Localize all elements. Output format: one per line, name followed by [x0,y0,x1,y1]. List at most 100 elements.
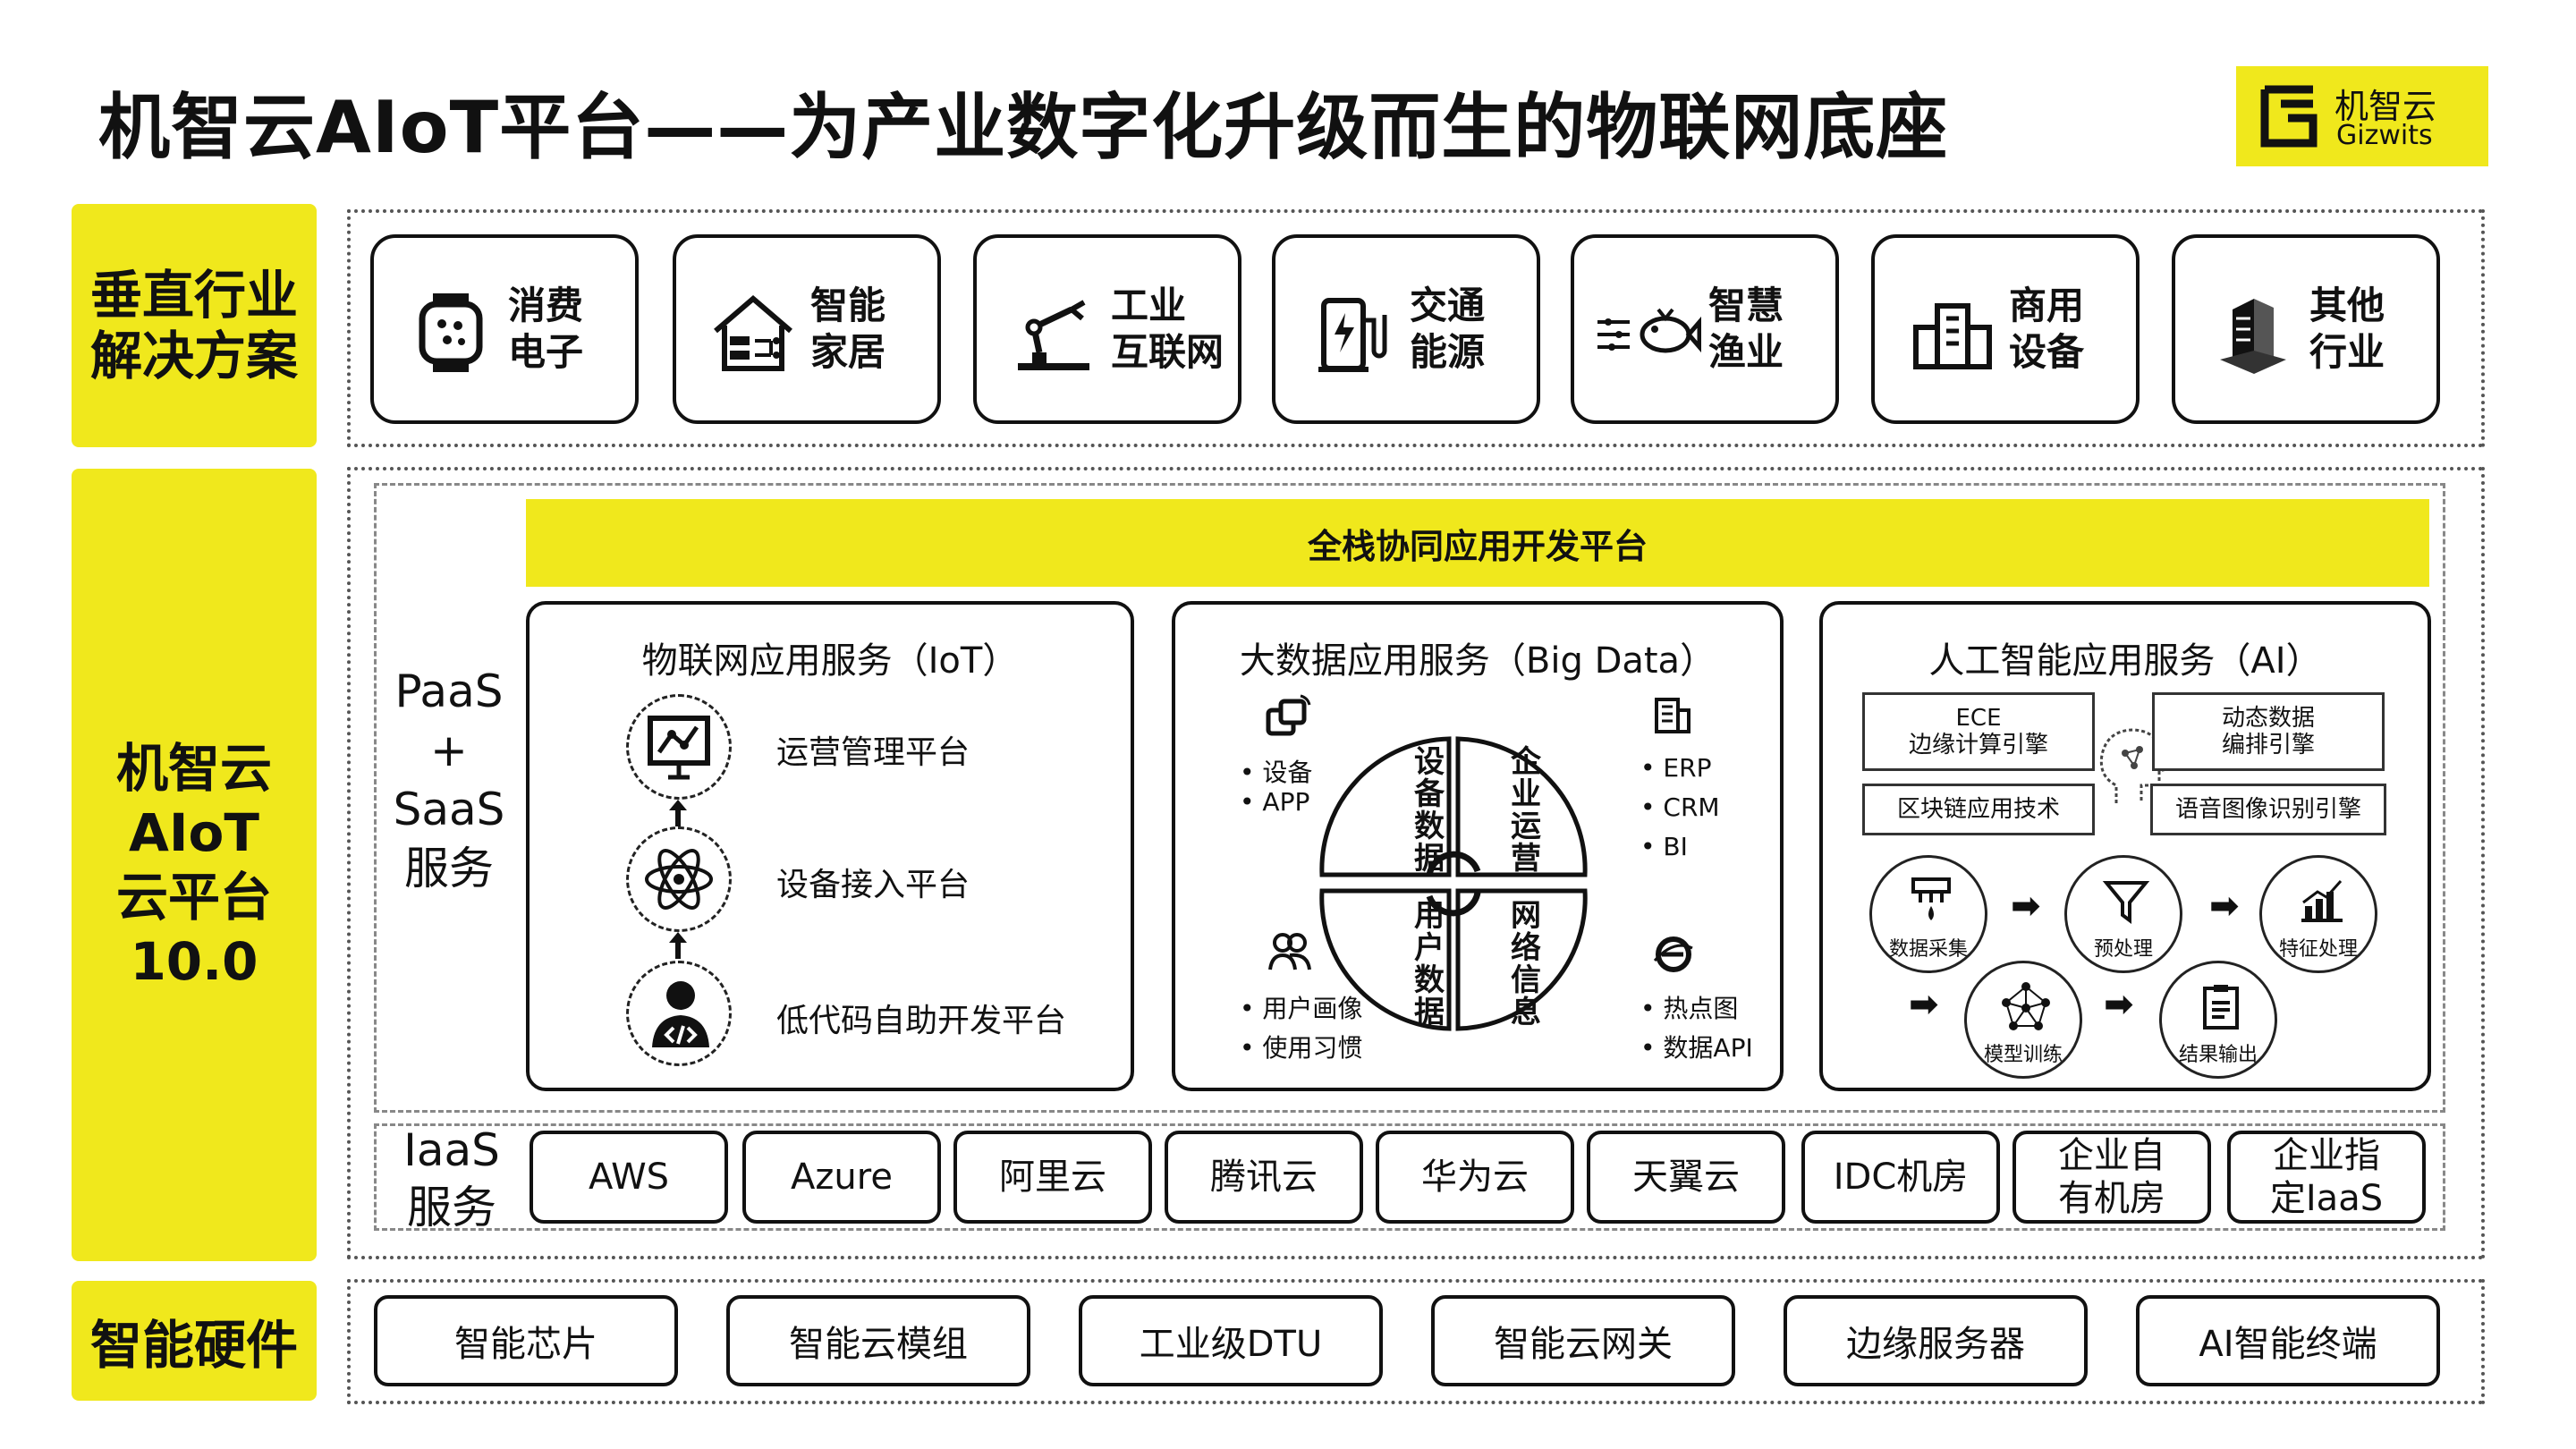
data-collection-icon [1911,877,1951,920]
ai-box-ece: ECE 边缘计算引擎 [1862,692,2095,771]
bigdata-item: 设备 [1240,753,1312,789]
chart-board-icon [648,716,710,780]
bigdata-item: ERP [1640,753,1711,783]
industry-label: 工业 互联网 [1111,284,1224,374]
hardware-item-gateway[interactable]: 智能云网关 [1431,1295,1735,1386]
ai-step-label: 结果输出 [2178,1044,2258,1066]
arrow-right-icon: ➡ [2104,984,2134,1025]
industry-card-transport-energy[interactable]: 交通 能源 [1272,234,1540,424]
iot-item-label: 低代码自助开发平台 [776,1003,1067,1039]
arrow-right-icon: ➡ [2209,886,2240,927]
devices-icon [1266,694,1311,736]
iaas-frame [374,1123,2445,1231]
logo-text-en: Gizwits [2336,120,2433,151]
smart-home-icon [714,295,792,371]
industry-card-commercial-equipment[interactable]: 商用 设备 [1871,234,2140,424]
iot-item-icon-circle [626,826,732,932]
building-icon [1913,303,1992,369]
ai-head-icon [2099,728,2169,803]
ai-step-label: 模型训练 [1983,1044,2063,1066]
iot-item-icon-circle [626,694,732,800]
industry-label: 商用 设备 [2009,284,2085,374]
row-label-platform: 机智云 AIoT 云平台 10.0 [72,469,317,1261]
ai-step-feature: 特征处理 [2259,855,2377,973]
bigdata-service-title: 大数据应用服务（Big Data） [1239,640,1716,682]
gizwits-logo: 机智云 Gizwits [2236,66,2488,166]
ai-step-label: 数据采集 [1888,938,1968,961]
hardware-item-module[interactable]: 智能云模组 [726,1295,1030,1386]
bigdata-item: 用户画像 [1240,989,1362,1025]
bigdata-item: CRM [1640,792,1719,822]
iot-item-icon-circle [626,961,732,1066]
iaas-item-huawei[interactable]: 华为云 [1376,1131,1574,1224]
iaas-item-azure[interactable]: Azure [742,1131,941,1224]
row-label-vertical: 垂直行业 解决方案 [72,204,317,447]
ai-box-blockchain: 区块链应用技术 [1862,784,2095,835]
quadrant-label-network-info: 网 络 信 息 [1511,898,1541,1030]
arrow-right-icon: ➡ [1909,984,1939,1025]
network-icon [2002,982,2050,1030]
industry-label: 智慧 渔业 [1708,284,1784,374]
bar-chart-icon [2301,880,2343,922]
iaas-item-designated[interactable]: 企业指 定IaaS [2227,1131,2426,1224]
arrow-right-icon: ➡ [2011,886,2041,927]
tower-icon [2220,299,2286,374]
industry-label: 智能 家居 [810,284,886,374]
iaas-item-aliyun[interactable]: 阿里云 [953,1131,1152,1224]
row-label-hardware: 智能硬件 [72,1281,317,1401]
ai-step-label: 预处理 [2093,938,2153,961]
ai-step-label: 特征处理 [2278,938,2358,961]
quadrant-label-device-data: 设 备 数 据 [1414,744,1445,877]
charging-station-icon [1318,298,1387,372]
hardware-item-chip[interactable]: 智能芯片 [374,1295,678,1386]
browser-e-icon [1653,936,1693,972]
iot-service-title: 物联网应用服务（IoT） [641,640,1019,682]
iaas-item-tencent[interactable]: 腾讯云 [1165,1131,1363,1224]
logo-text-cn: 机智云 [2334,87,2437,126]
industry-card-smart-home[interactable]: 智能 家居 [673,234,941,424]
iot-item-label: 运营管理平台 [776,734,970,771]
bigdata-item: 热点图 [1640,989,1738,1025]
paas-saas-label: PaaS + SaaS 服务 [393,665,505,894]
ai-step-data-collection: 数据采集 [1869,855,1987,973]
atom-icon [645,849,713,910]
iaas-item-tianyi[interactable]: 天翼云 [1587,1131,1785,1224]
gizwits-logo-icon [2260,85,2318,148]
bigdata-item: APP [1240,787,1309,817]
industry-card-industrial-internet[interactable]: 工业 互联网 [973,234,1241,424]
ai-box-dynamic-data: 动态数据 编排引擎 [2152,692,2385,771]
hardware-frame [347,1279,2485,1404]
hardware-item-edge-server[interactable]: 边缘服务器 [1784,1295,2088,1386]
ai-box-voice-image: 语音图像识别引擎 [2150,784,2386,835]
users-icon [1268,933,1311,970]
iaas-label: IaaS 服务 [403,1124,500,1233]
document-icon [2203,985,2239,1030]
developer-icon [652,981,709,1047]
hardware-item-ai-terminal[interactable]: AI智能终端 [2136,1295,2440,1386]
ai-step-preprocess: 预处理 [2064,855,2182,973]
industry-card-consumer-electronics[interactable]: 消费 电子 [370,234,639,424]
industry-label: 消费 电子 [508,284,584,374]
bigdata-item: BI [1640,832,1687,861]
arrow-up-icon [669,932,687,959]
industry-card-smart-fishery[interactable]: 智慧 渔业 [1571,234,1839,424]
industry-card-other[interactable]: 其他 行业 [2172,234,2440,424]
hardware-item-dtu[interactable]: 工业级DTU [1079,1295,1383,1386]
ai-service-title: 人工智能应用服务（AI） [1928,640,2322,682]
iot-item-label: 设备接入平台 [776,867,970,903]
industry-label: 其他 行业 [2309,284,2385,374]
office-building-icon [1655,698,1690,733]
iaas-item-own-room[interactable]: 企业自 有机房 [2012,1131,2211,1224]
fullstack-platform-banner: 全栈协同应用开发平台 [526,499,2429,587]
page-title: 机智云AIoT平台——为产业数字化升级而生的物联网底座 [98,86,1949,169]
vertical-industry-frame [347,209,2485,447]
iaas-item-idc[interactable]: IDC机房 [1801,1131,2000,1224]
ai-step-result-output: 结果输出 [2159,961,2277,1079]
funnel-icon [2102,881,2150,924]
robot-arm-icon [1018,300,1089,370]
iaas-item-aws[interactable]: AWS [530,1131,728,1224]
quadrant-label-enterprise-ops: 企 业 运 营 [1511,744,1541,877]
quadrant-label-user-data: 用 户 数 据 [1414,898,1445,1030]
fish-icon [1597,308,1701,353]
ai-step-model-training: 模型训练 [1964,961,2082,1079]
